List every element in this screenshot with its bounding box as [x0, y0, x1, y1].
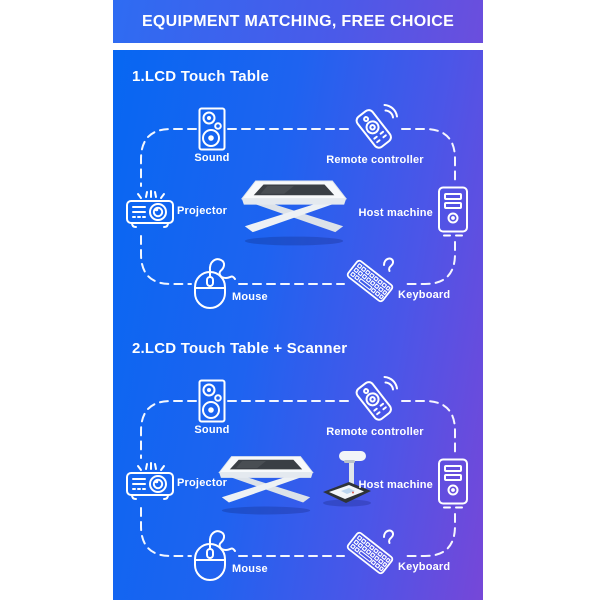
sound-label: Sound	[194, 424, 230, 436]
host-machine-label: Host machine	[358, 479, 433, 491]
scanner-image	[319, 448, 375, 513]
remote-controller-label: Remote controller	[326, 154, 424, 166]
dashed-connection-path	[140, 400, 456, 557]
keyboard-icon	[346, 526, 398, 580]
section-lcd-touch-table: 1.LCD Touch Table	[113, 50, 483, 322]
touch-table-image	[213, 452, 319, 521]
host-machine-label: Host machine	[358, 207, 433, 219]
mouse-label: Mouse	[232, 563, 268, 575]
mouse-icon	[193, 256, 237, 310]
projector-icon	[125, 189, 175, 233]
speaker-icon	[198, 379, 226, 423]
content-panel: 1.LCD Touch Table	[113, 50, 483, 600]
touch-table-image	[235, 176, 353, 252]
section-heading: 1.LCD Touch Table	[132, 68, 270, 85]
pc-tower-icon	[437, 186, 469, 238]
speaker-icon	[198, 107, 226, 151]
header-banner: EQUIPMENT MATCHING, FREE CHOICE	[113, 0, 483, 43]
pc-tower-icon	[437, 458, 469, 510]
sound-label: Sound	[194, 152, 230, 164]
mouse-icon	[193, 528, 237, 582]
projector-icon	[125, 461, 175, 505]
remote-controller-label: Remote controller	[326, 426, 424, 438]
projector-label: Projector	[177, 477, 228, 489]
projector-label: Projector	[177, 205, 228, 217]
keyboard-label: Keyboard	[398, 289, 451, 301]
section-lcd-touch-table-scanner: 2.LCD Touch Table + Scanner	[113, 322, 483, 594]
dashed-connection-path	[140, 128, 456, 285]
remote-control-icon	[354, 102, 400, 152]
keyboard-icon	[346, 254, 398, 308]
keyboard-label: Keyboard	[398, 561, 451, 573]
mouse-label: Mouse	[232, 291, 268, 303]
banner-title: EQUIPMENT MATCHING, FREE CHOICE	[141, 12, 455, 30]
remote-control-icon	[354, 374, 400, 424]
section-heading: 2.LCD Touch Table + Scanner	[132, 340, 348, 357]
